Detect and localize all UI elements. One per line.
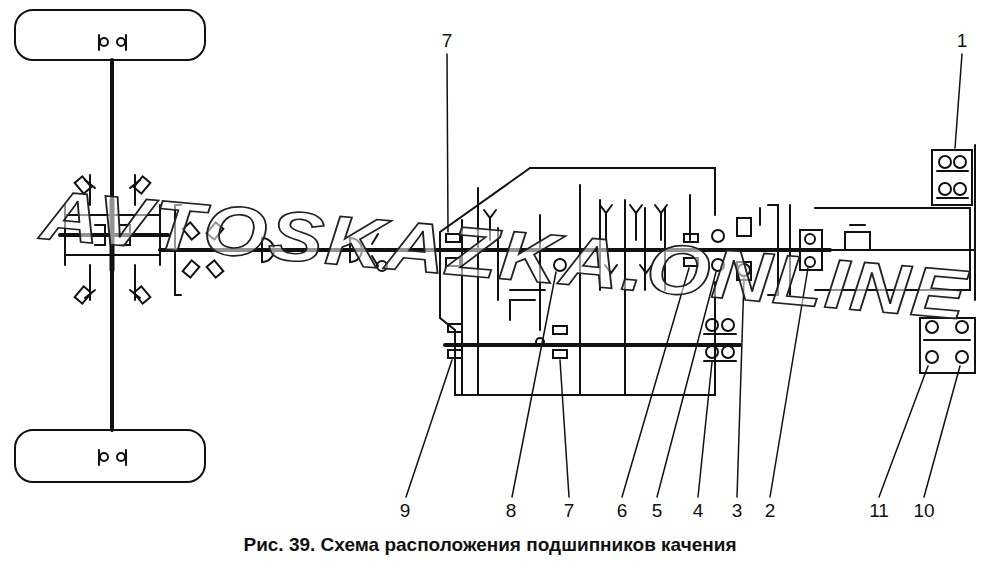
callout-number: 5 xyxy=(651,501,664,520)
bearing-symbol xyxy=(722,346,734,358)
differential xyxy=(75,286,92,303)
bearing-housing xyxy=(937,197,968,199)
callout-number: 9 xyxy=(399,501,412,520)
callout-number: 2 xyxy=(764,501,777,520)
bearing-housing xyxy=(939,183,951,195)
bearing-symbol xyxy=(704,360,736,362)
leader-line xyxy=(924,366,960,497)
bearing-symbol xyxy=(805,234,815,244)
leader-line xyxy=(698,362,712,497)
bearing-housing xyxy=(954,183,966,195)
callout-number: 7 xyxy=(441,31,454,50)
clutch xyxy=(835,232,880,250)
wheel xyxy=(117,38,125,46)
transmission-drawing xyxy=(15,10,975,497)
wheel xyxy=(15,430,205,482)
leader-line xyxy=(406,360,452,497)
wheel xyxy=(100,38,108,46)
leader-line xyxy=(512,272,556,497)
bearing-symbol xyxy=(553,350,567,358)
callout-number: 8 xyxy=(505,501,518,520)
bearing-housing xyxy=(939,156,951,168)
shaft xyxy=(974,145,976,300)
bearing-symbol xyxy=(704,333,736,335)
gear xyxy=(510,290,545,320)
bearing-symbol xyxy=(448,350,462,358)
wheel xyxy=(15,10,205,60)
bearing-symbol xyxy=(553,326,567,334)
clutch xyxy=(850,224,865,226)
bearing-symbol xyxy=(722,319,734,331)
figure-caption: Рис. 39. Схема расположения подшипников … xyxy=(243,535,736,556)
callout-number: 4 xyxy=(692,501,705,520)
wheel xyxy=(117,453,125,461)
leader-line xyxy=(955,54,962,148)
bearing-symbol xyxy=(737,218,751,236)
differential xyxy=(134,286,151,303)
callout-number: 11 xyxy=(868,501,890,520)
watermark: AVTOSKAZKA.ONLINE xyxy=(39,180,972,331)
bearing-symbol xyxy=(706,346,718,358)
bearing-housing xyxy=(937,170,968,172)
leader-line xyxy=(560,360,569,497)
bearing-housing xyxy=(926,351,938,363)
leader-line xyxy=(447,54,448,232)
callout-number: 7 xyxy=(563,501,576,520)
bearing-symbol xyxy=(448,324,462,332)
callout-number: 10 xyxy=(912,501,935,520)
callout-number: 1 xyxy=(956,31,969,50)
callout-number: 3 xyxy=(731,501,744,520)
callout-number: 6 xyxy=(616,501,629,520)
bearing-symbol xyxy=(706,319,718,331)
bearing-housing xyxy=(924,339,970,341)
bearing-housing xyxy=(932,150,972,205)
wheel xyxy=(100,453,108,461)
bearing-housing xyxy=(956,351,968,363)
bearing-housing xyxy=(954,156,966,168)
leader-line xyxy=(879,366,928,497)
